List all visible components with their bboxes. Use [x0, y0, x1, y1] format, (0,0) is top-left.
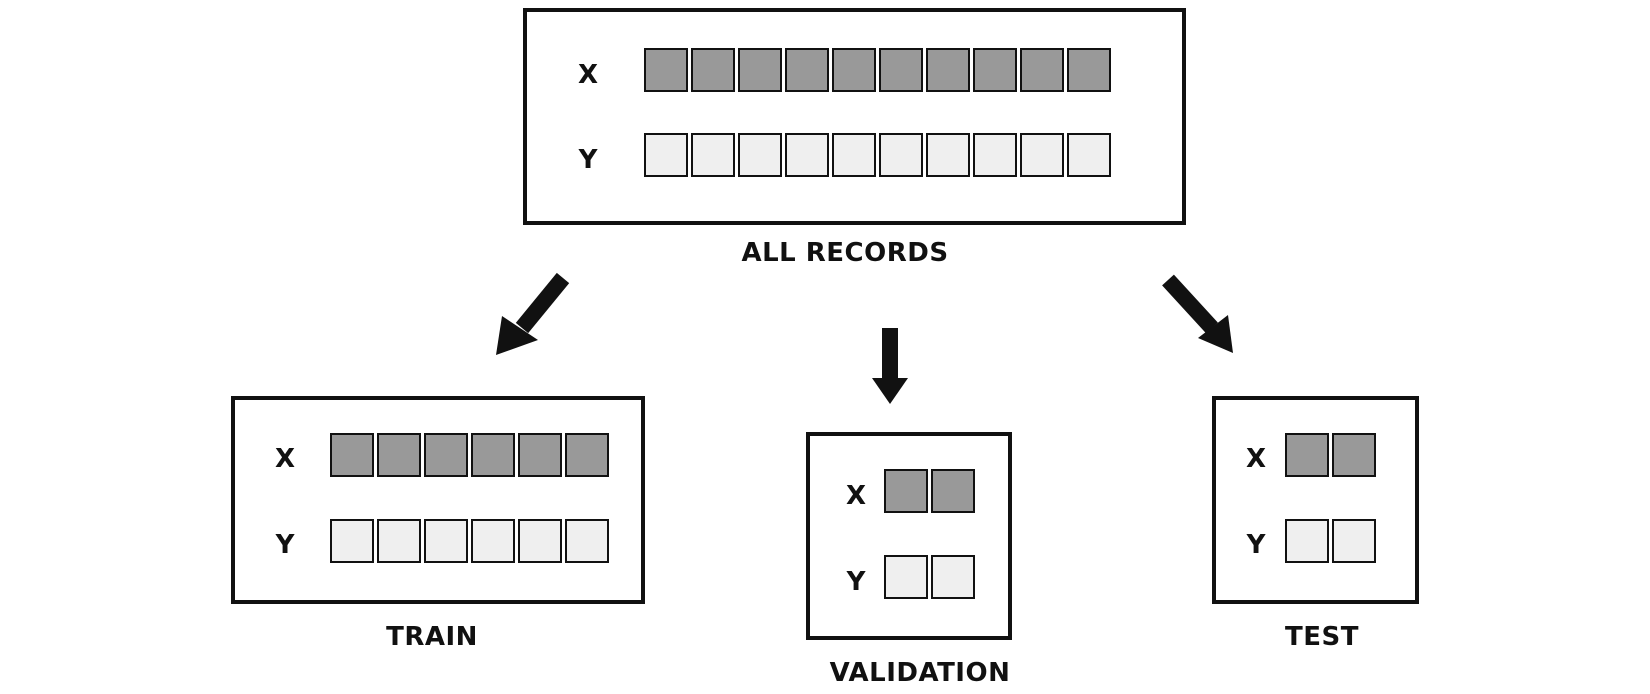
all-records-x-record-cell [926, 48, 970, 92]
all-records-y-record-cell [738, 133, 782, 177]
test-y-cells [1285, 519, 1376, 563]
train-x-record-cell [471, 433, 515, 477]
test-caption: TEST [1285, 622, 1359, 652]
train-y-label: Y [275, 530, 295, 560]
train-x-record-cell [330, 433, 374, 477]
all-records-y-record-cell [644, 133, 688, 177]
test-x-label: X [1245, 444, 1267, 474]
test-x-record-cell [1332, 433, 1376, 477]
validation-y-label: Y [846, 567, 866, 597]
all-records-x-record-cell [785, 48, 829, 92]
all-records-y-record-cell [691, 133, 735, 177]
train-y-record-cell [377, 519, 421, 563]
validation-x-record-cell [884, 469, 928, 513]
train-y-record-cell [424, 519, 468, 563]
train-x-record-cell [518, 433, 562, 477]
all-records-caption: ALL RECORDS [741, 238, 949, 268]
train-y-record-cell [565, 519, 609, 563]
validation-caption: VALIDATION [829, 658, 1011, 688]
validation-x-cells [884, 469, 975, 513]
arrow-to-validation [872, 328, 908, 404]
all-records-x-label: X [577, 60, 599, 90]
all-records-x-record-cell [832, 48, 876, 92]
train-caption: TRAIN [386, 622, 478, 652]
train-y-cells [330, 519, 609, 563]
test-y-record-cell [1332, 519, 1376, 563]
test-box: X Y [1212, 396, 1419, 604]
all-records-y-record-cell [1020, 133, 1064, 177]
test-y-label: Y [1246, 530, 1266, 560]
train-x-cells [330, 433, 609, 477]
test-x-record-cell [1285, 433, 1329, 477]
train-x-record-cell [377, 433, 421, 477]
all-records-x-record-cell [879, 48, 923, 92]
validation-y-record-cell [884, 555, 928, 599]
all-records-x-record-cell [1067, 48, 1111, 92]
all-records-y-record-cell [973, 133, 1017, 177]
all-records-x-record-cell [644, 48, 688, 92]
train-x-label: X [274, 444, 296, 474]
all-records-x-record-cell [973, 48, 1017, 92]
all-records-y-record-cell [785, 133, 829, 177]
all-records-x-record-cell [691, 48, 735, 92]
all-records-y-record-cell [1067, 133, 1111, 177]
all-records-x-record-cell [1020, 48, 1064, 92]
validation-box: X Y [806, 432, 1012, 640]
validation-y-record-cell [931, 555, 975, 599]
all-records-x-cells [644, 48, 1111, 92]
train-x-record-cell [565, 433, 609, 477]
arrow-to-train [496, 272, 570, 355]
train-y-record-cell [330, 519, 374, 563]
train-y-record-cell [518, 519, 562, 563]
all-records-y-record-cell [879, 133, 923, 177]
all-records-y-record-cell [832, 133, 876, 177]
train-y-record-cell [471, 519, 515, 563]
all-records-y-cells [644, 133, 1111, 177]
all-records-box: X Y [523, 8, 1186, 225]
all-records-x-record-cell [738, 48, 782, 92]
validation-x-record-cell [931, 469, 975, 513]
all-records-y-label: Y [578, 145, 598, 175]
test-y-record-cell [1285, 519, 1329, 563]
validation-x-label: X [845, 481, 867, 511]
all-records-y-record-cell [926, 133, 970, 177]
arrow-to-test [1162, 274, 1233, 353]
validation-y-cells [884, 555, 975, 599]
test-x-cells [1285, 433, 1376, 477]
train-box: X Y [231, 396, 645, 604]
train-x-record-cell [424, 433, 468, 477]
